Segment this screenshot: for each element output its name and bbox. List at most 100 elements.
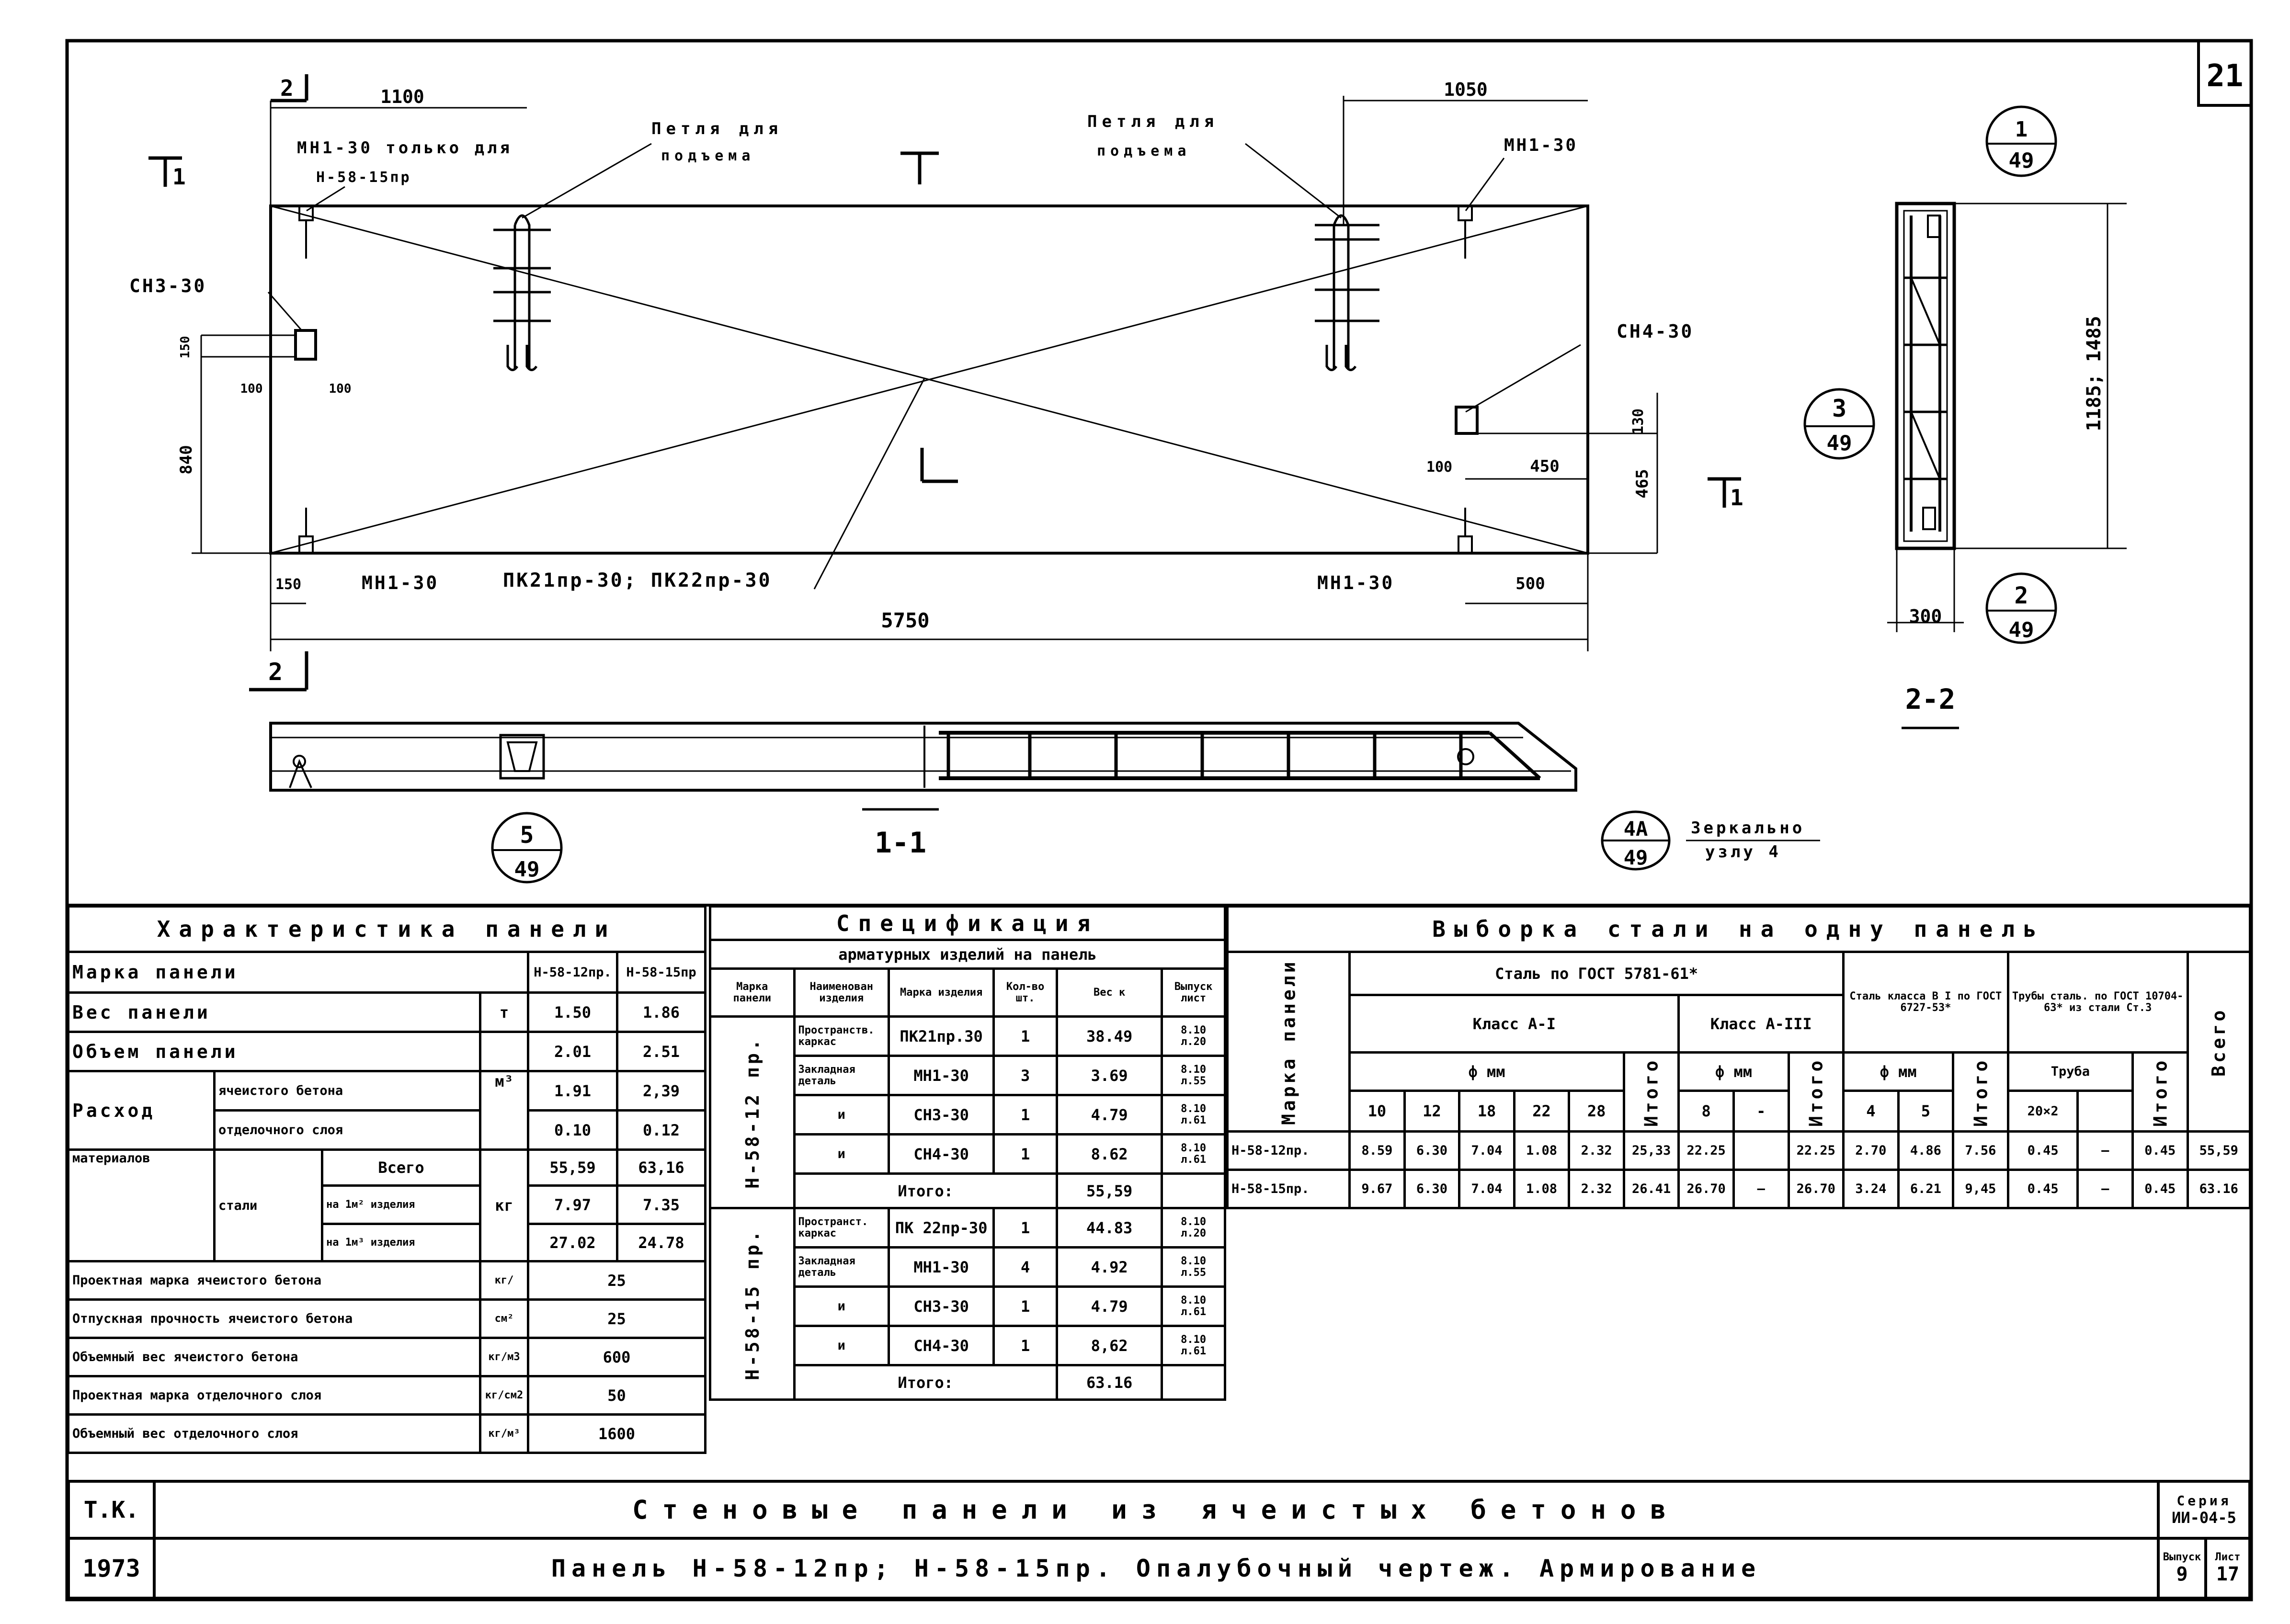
spec-item-name: Закладная деталь — [793, 1246, 890, 1288]
steel-title: Выборка стали на одну панель — [1226, 905, 2251, 953]
spec-item-mark: МН1-30 — [887, 1055, 995, 1096]
steel-cell: 0.45 — [2006, 1169, 2079, 1209]
spec-total-label: Итого: — [793, 1172, 1058, 1209]
char-row-unit — [479, 1031, 529, 1072]
char-m3-b: 24.78 — [616, 1223, 706, 1262]
spec-item-mark: ПК21пр.30 — [887, 1015, 995, 1057]
dim-100a: 100 — [240, 382, 263, 396]
char-m2-a: 7.97 — [527, 1184, 618, 1225]
char-prop-unit: см² — [479, 1298, 529, 1339]
spec-header: Марка изделия — [887, 967, 995, 1018]
steel-cell: 1.08 — [1513, 1169, 1571, 1209]
steel-cell: — — [2076, 1130, 2134, 1171]
char-m3: м³ — [479, 1070, 529, 1151]
spec-item-sheet: 8.10 л.20 — [1161, 1207, 1226, 1249]
char-table-title: Характеристика панели — [67, 905, 706, 953]
char-prop-value: 1600 — [527, 1413, 706, 1454]
char-m2-b: 7.35 — [616, 1184, 706, 1225]
steel-cell: 3.24 — [1842, 1169, 1900, 1209]
char-yach: ячеистого бетона — [213, 1070, 481, 1112]
section-1-1 — [269, 722, 1577, 811]
steel-fmm-1: ф мм — [1348, 1051, 1625, 1092]
spec-item-mark: СН3-30 — [887, 1094, 995, 1136]
steel-fmm-2: ф мм — [1842, 1051, 1955, 1092]
steel-cell: 9.67 — [1348, 1169, 1406, 1209]
steel-cell: 26.41 — [1622, 1169, 1680, 1209]
steel-cell: 2.32 — [1568, 1130, 1625, 1171]
steel-itogo-1: Итого — [1624, 1052, 1679, 1132]
char-na1m3: на 1м³ изделия — [321, 1223, 481, 1262]
spec-item-name: и — [793, 1133, 890, 1175]
label-mirror: Зеркально — [1691, 818, 1805, 838]
label-mn-only2: Н-58-15пр — [316, 169, 411, 186]
steel-cell: — — [2076, 1169, 2134, 1209]
char-vsego-b: 63,16 — [616, 1148, 706, 1187]
steel-klass1: Класс А-I — [1348, 994, 1680, 1054]
spec-item-name: и — [793, 1325, 890, 1366]
char-col-b: Н-58-15пр — [616, 951, 706, 994]
steel-diam: 18 — [1458, 1090, 1515, 1133]
view-label-2-2: 2-2 — [1905, 683, 1956, 715]
spec-total: 63.16 — [1055, 1364, 1163, 1401]
char-na1m2: на 1м² изделия — [321, 1184, 481, 1225]
label-mirror2: узлу 4 — [1705, 842, 1781, 862]
steel-diam: - — [1732, 1090, 1790, 1133]
spec-item-qty: 1 — [992, 1094, 1058, 1136]
steel-row-mark: Н-58-15пр. — [1226, 1169, 1351, 1209]
steel-diam: 8 — [1677, 1090, 1735, 1133]
spec-item-weight: 4.79 — [1055, 1285, 1163, 1327]
steel-cell: 4.86 — [1897, 1130, 1955, 1171]
char-row-b: 2.51 — [616, 1031, 706, 1072]
spec-item-mark: МН1-30 — [887, 1246, 995, 1288]
label-loop-left: Петля для — [651, 119, 783, 138]
char-prop-unit: кг/м3 — [479, 1337, 529, 1377]
spec-item-weight: 8,62 — [1055, 1325, 1163, 1366]
spec-item-sheet: 8.10 л.55 — [1161, 1055, 1226, 1096]
steel-cell: 26.70 — [1787, 1169, 1845, 1209]
char-row-a: 2.01 — [527, 1031, 618, 1072]
list-label: Лист — [2215, 1551, 2241, 1563]
steel-cell: 0.45 — [2131, 1130, 2189, 1171]
svg-text:49: 49 — [514, 857, 540, 882]
spec-item-weight: 3.69 — [1055, 1055, 1163, 1096]
dim-1100: 1100 — [380, 86, 424, 107]
leader-loop-right — [1245, 143, 1342, 219]
char-prop-unit: кг/м³ — [479, 1413, 529, 1454]
svg-text:49: 49 — [1827, 431, 1852, 455]
steel-diam: 10 — [1348, 1090, 1406, 1133]
steel-itogo-2: Итого — [1953, 1052, 2008, 1132]
steel-klass3: Класс А-III — [1677, 994, 1845, 1054]
title-block-line2: Панель Н-58-12пр; Н-58-15пр. Опалубочный… — [153, 1537, 2160, 1600]
spec-item-mark: СН4-30 — [887, 1133, 995, 1175]
char-stali: стали — [213, 1148, 323, 1262]
steel-cell: 1.08 — [1513, 1130, 1571, 1171]
title-block-line1: Стеновые панели из ячеистых бетонов — [153, 1480, 2160, 1540]
char-otdel: отделочного слоя — [213, 1109, 481, 1151]
spec-item-qty: 1 — [992, 1207, 1058, 1249]
seria-value: ИИ-04-5 — [2172, 1509, 2236, 1527]
spec-panel-mark: Н-58-12 пр. — [710, 1016, 794, 1208]
spec-item-qty: 1 — [992, 1325, 1058, 1366]
char-yach-a: 1.91 — [527, 1070, 618, 1112]
char-otdel-b: 0.12 — [616, 1109, 706, 1151]
spec-item-name: Пространств. каркас — [793, 1015, 890, 1057]
steel-diam: 22 — [1513, 1090, 1571, 1133]
char-row-label: Вес панели — [67, 991, 481, 1033]
spec-header: Кол-во шт. — [992, 967, 1058, 1018]
char-vsego-a: 55,59 — [527, 1148, 618, 1187]
spec-item-qty: 4 — [992, 1246, 1058, 1288]
dim-5750: 5750 — [881, 609, 929, 632]
char-row-a: 1.50 — [527, 991, 618, 1033]
leader-sn3 — [267, 292, 303, 331]
char-row-unit: т — [479, 991, 529, 1033]
steel-selection-table: Выборка стали на одну панель Марка панел… — [1226, 905, 2252, 1209]
callout-4a-49: 4А 49 — [1601, 810, 1671, 871]
svg-text:3: 3 — [1832, 395, 1846, 422]
char-row-b: 1.86 — [616, 991, 706, 1033]
spec-item-qty: 1 — [992, 1285, 1058, 1327]
dim-100b: 100 — [329, 382, 352, 396]
spec-header: Выпуск лист — [1161, 967, 1226, 1018]
title-block-year: 1973 — [67, 1537, 156, 1600]
panel-characteristics-table: Характеристика панели Марка панели Н-58-… — [67, 905, 706, 1454]
